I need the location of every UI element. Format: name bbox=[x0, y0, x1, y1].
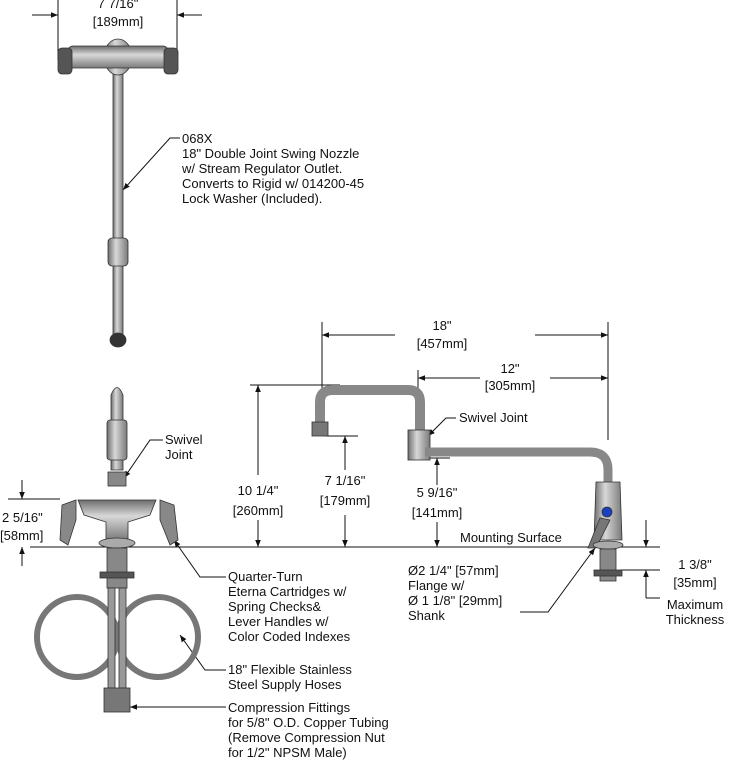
outlet-mm: [179mm] bbox=[319, 493, 371, 508]
height-in: 10 1/4" bbox=[237, 483, 279, 498]
outlet-in: 7 1/16" bbox=[324, 473, 366, 488]
top-view-faucet bbox=[57, 38, 179, 348]
side-view-faucet bbox=[311, 385, 624, 582]
top-width-mm: [189mm] bbox=[92, 14, 144, 29]
mounting-surface-label: Mounting Surface bbox=[460, 530, 562, 545]
handle-height-mm: [58mm] bbox=[0, 528, 44, 543]
height-mm: [260mm] bbox=[232, 503, 284, 518]
arm-mm: [305mm] bbox=[484, 378, 536, 393]
right-swivel-joint-label: Swivel Joint bbox=[459, 410, 528, 425]
reach-mm: [457mm] bbox=[416, 336, 468, 351]
top-width-in: 7 7/16" bbox=[97, 0, 139, 11]
front-view-faucet bbox=[34, 387, 201, 713]
arm-in: 12" bbox=[500, 361, 520, 376]
arm-height-in: 5 9/16" bbox=[416, 485, 458, 500]
reach-in: 18" bbox=[432, 318, 452, 333]
arm-height-mm: [141mm] bbox=[411, 505, 463, 520]
handle-height-in: 2 5/16" bbox=[2, 510, 43, 525]
flange-callout: Ø2 1/4" [57mm]Flange w/Ø 1 1/8" [29mm]Sh… bbox=[408, 563, 503, 623]
thickness-in: 1 3/8" bbox=[678, 557, 712, 572]
thickness-mm: [35mm] bbox=[673, 575, 717, 590]
